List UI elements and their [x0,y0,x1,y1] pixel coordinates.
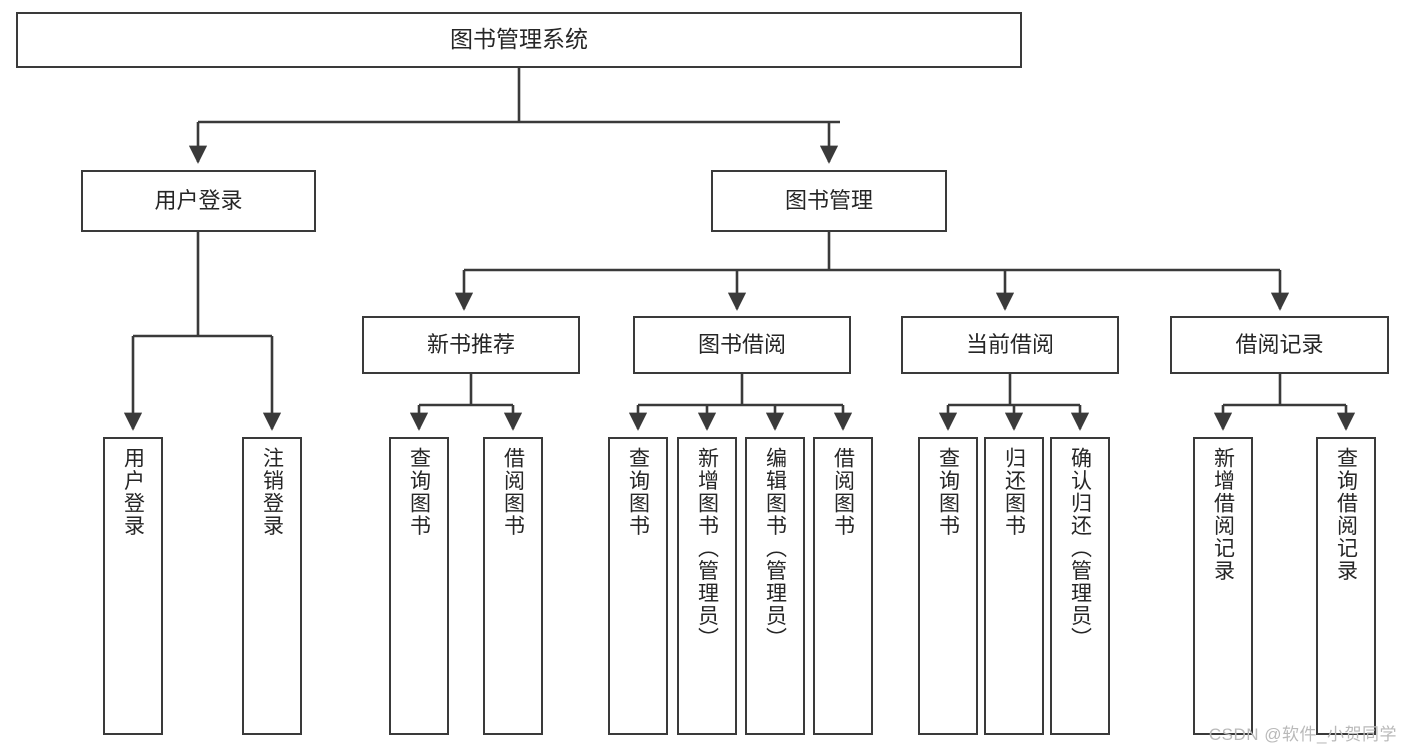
node-label: 借阅图书 [831,447,855,537]
node-label: 注销登录 [260,447,284,537]
node-new-book-recommend[interactable]: 新书推荐 [362,316,580,374]
node-label: 图书借阅 [697,331,786,357]
node-label: 查询图书 [407,447,431,537]
node-book-borrow[interactable]: 图书借阅 [633,316,851,374]
node-root-system[interactable]: 图书管理系统 [16,12,1022,68]
node-label: 借阅图书 [501,447,525,537]
leaf-record-query-record[interactable]: 查询借阅记录 [1316,437,1376,735]
leaf-borrow-edit-book-admin[interactable]: 编辑图书（管理员） [745,437,805,735]
leaf-borrow-query-book[interactable]: 查询图书 [608,437,668,735]
node-label: 新书推荐 [426,331,515,357]
node-label: 编辑图书（管理员） [763,447,787,650]
leaf-user-login[interactable]: 用户登录 [103,437,163,735]
node-label: 归还图书 [1002,447,1026,537]
leaf-current-query-book[interactable]: 查询图书 [918,437,978,735]
leaf-borrow-borrow-book[interactable]: 借阅图书 [813,437,873,735]
node-borrow-record[interactable]: 借阅记录 [1170,316,1389,374]
node-label: 用户登录 [154,187,243,213]
leaf-logout-login[interactable]: 注销登录 [242,437,302,735]
node-label: 新增图书（管理员） [695,447,719,650]
node-label: 图书管理 [784,187,873,213]
leaf-recommend-borrow-book[interactable]: 借阅图书 [483,437,543,735]
node-label: 用户登录 [121,447,145,537]
node-label: 查询图书 [626,447,650,537]
node-label: 借阅记录 [1235,331,1324,357]
leaf-current-return-book[interactable]: 归还图书 [984,437,1044,735]
leaf-record-add-record[interactable]: 新增借阅记录 [1193,437,1253,735]
node-label: 图书管理系统 [450,26,588,53]
node-current-borrow[interactable]: 当前借阅 [901,316,1119,374]
node-label: 确认归还（管理员） [1068,447,1092,650]
leaf-borrow-add-book-admin[interactable]: 新增图书（管理员） [677,437,737,735]
node-label: 新增借阅记录 [1211,447,1235,582]
node-user-login[interactable]: 用户登录 [81,170,316,232]
watermark-text: CSDN @软件_小贺同学 [1208,725,1397,744]
node-label: 当前借阅 [965,331,1054,357]
leaf-recommend-query-book[interactable]: 查询图书 [389,437,449,735]
leaf-current-confirm-return-admin[interactable]: 确认归还（管理员） [1050,437,1110,735]
node-label: 查询图书 [936,447,960,537]
node-label: 查询借阅记录 [1334,447,1358,582]
node-book-management[interactable]: 图书管理 [711,170,947,232]
